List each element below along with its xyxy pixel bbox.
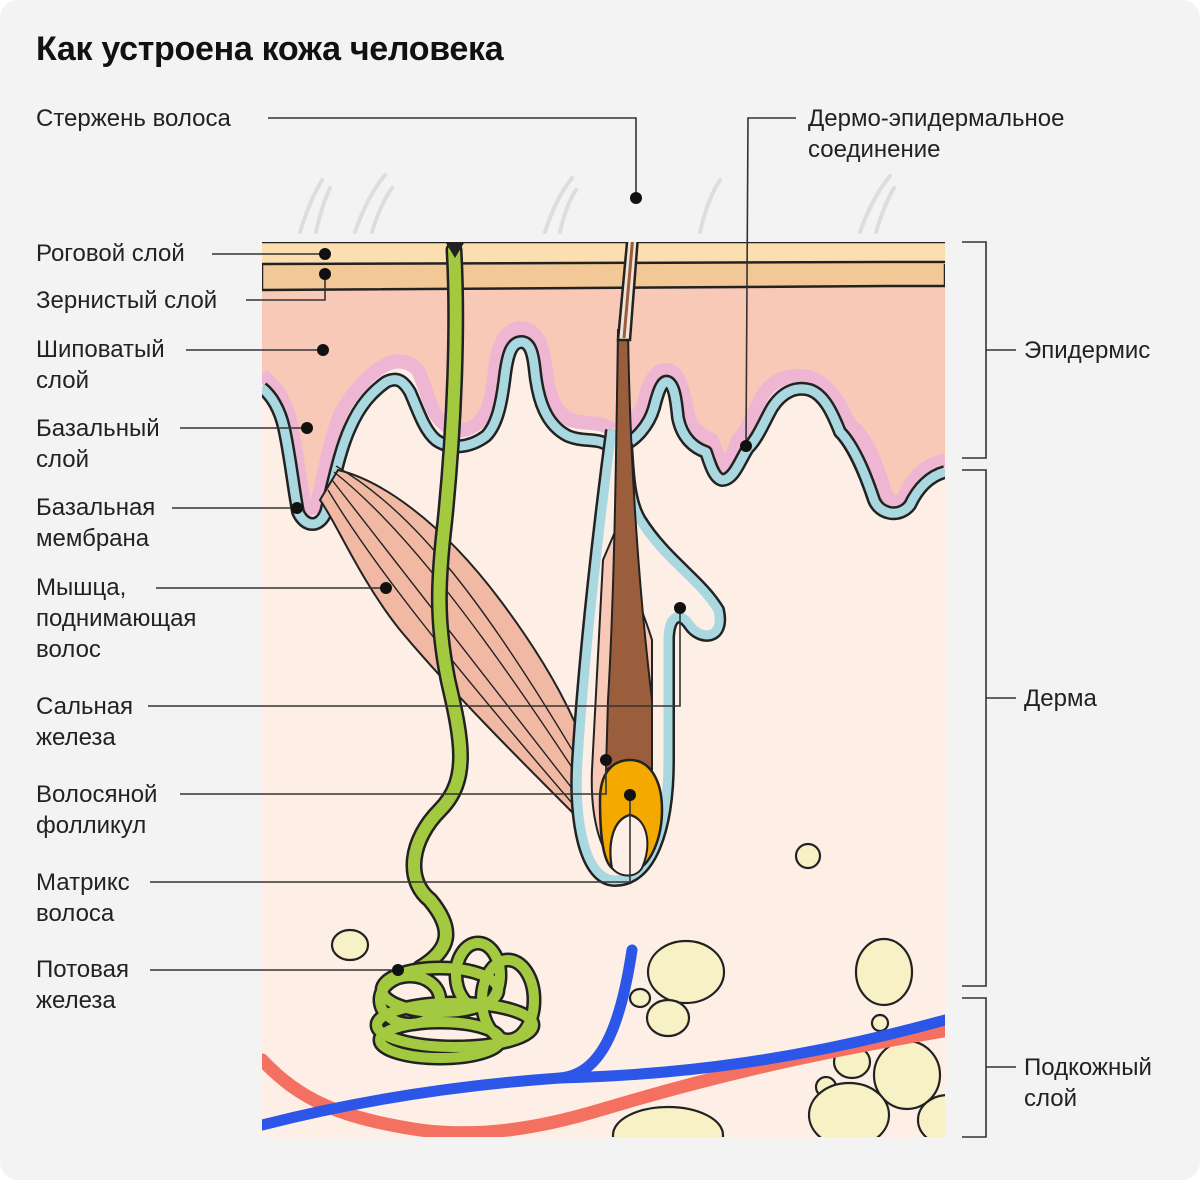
granulosum-layer — [262, 260, 945, 292]
hair-follicle — [570, 329, 727, 888]
subcutis-bracket — [962, 997, 1016, 1138]
layer-brackets — [962, 241, 1016, 1138]
dermis-bracket — [962, 469, 1016, 987]
vein — [262, 944, 638, 1131]
corneum-layer — [262, 242, 945, 264]
label-dots — [291, 192, 752, 976]
label-stratum-granulosum: Зернистый слой — [36, 287, 218, 314]
spinosum-layer — [262, 242, 945, 509]
label-dermis: Дерма — [1024, 685, 1097, 712]
label-epidermis: Эпидермис — [1024, 337, 1151, 364]
blood-vessels — [262, 944, 945, 1137]
hair-shaft — [616, 242, 639, 342]
hair-silhouettes — [298, 173, 896, 234]
label-stratum-corneum: Роговой слой — [36, 240, 185, 267]
fat-cells — [330, 842, 945, 1137]
label-hair-shaft: Стержень волоса — [36, 105, 231, 132]
leader-lines — [148, 117, 796, 971]
basement-membrane-line — [262, 321, 945, 516]
page-title: Как устроена кожа человека — [36, 30, 504, 68]
epidermis-bracket — [962, 241, 1016, 459]
